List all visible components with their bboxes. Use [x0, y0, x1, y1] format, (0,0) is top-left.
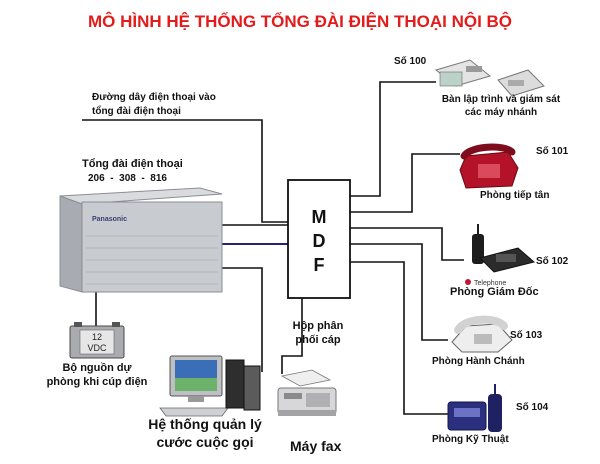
pbx-numbers: 206 - 308 - 816 — [88, 173, 167, 184]
line-mdf-to-ext-103 — [350, 243, 448, 341]
cordless-phone-icon: Telephone — [465, 224, 536, 287]
ext-103-number: Số 103 — [510, 330, 543, 341]
line-mdf-to-ext-100 — [350, 81, 436, 197]
fax-caption: Máy fax — [290, 438, 342, 454]
ext-102-brand-text: Telephone — [474, 280, 506, 287]
incoming-line-label-2: tổng đài điện thoại — [92, 106, 181, 117]
ext-100-number: Số 100 — [394, 56, 427, 67]
mdf-caption-1: Hộp phân — [292, 320, 344, 332]
mdf-letter-f: F — [313, 255, 325, 275]
console-phone-icon — [434, 59, 545, 97]
ext-103-name: Phòng Hành Chánh — [432, 356, 525, 367]
line-mdf-to-ext-101 — [350, 153, 460, 213]
white-phone-icon — [451, 315, 513, 353]
ext-100-name-1: Bàn lập trình và giám sát — [441, 94, 561, 105]
ext-102-number: Số 102 — [536, 256, 569, 267]
computer-icon — [159, 355, 261, 417]
battery-icon: 12 VDC — [69, 322, 125, 359]
billing-caption-2: cước cuộc gọi — [156, 434, 254, 450]
line-mdf-to-fax — [281, 298, 303, 374]
mdf-caption-2: phối cáp — [295, 334, 341, 346]
billing-caption-1: Hệ thống quản lý — [148, 416, 262, 432]
line-mdf-to-ext-102 — [350, 227, 464, 261]
diagram-title: MÔ HÌNH HỆ THỐNG TỔNG ĐÀI ĐIỆN THOẠI NỘI… — [87, 12, 513, 31]
ext-104-name: Phòng Kỹ Thuật — [432, 434, 509, 445]
blue-phone-icon — [447, 384, 502, 432]
fax-icon — [277, 369, 337, 416]
mdf-letter-d: D — [312, 231, 326, 251]
line-incoming-to-mdf — [82, 119, 288, 223]
line-pbx-to-billing — [220, 267, 263, 372]
pbx-brand-text: Panasonic — [92, 216, 127, 223]
battery-caption-1: Bộ nguồn dự — [62, 362, 132, 374]
red-phone-icon — [459, 143, 519, 189]
mdf-box — [287, 179, 351, 299]
pbx-unit: Panasonic — [59, 187, 223, 293]
incoming-line-label-1: Đường dây điện thoại vào — [92, 92, 216, 103]
battery-caption-2: phòng khi cúp điện — [46, 376, 148, 388]
line-mdf-to-ext-104 — [350, 261, 448, 415]
connection-lines — [82, 81, 464, 415]
mdf-letter-m: M — [311, 207, 327, 227]
ext-101-number: Số 101 — [536, 146, 569, 157]
ext-101-name: Phòng tiếp tân — [480, 190, 550, 201]
ext-104-number: Số 104 — [516, 402, 549, 413]
battery-label-line2: VDC — [87, 343, 107, 353]
pbx-label: Tổng đài điện thoại — [82, 158, 183, 170]
ext-100-name-2: các máy nhánh — [464, 107, 538, 118]
ext-102-name: Phòng Giám Đốc — [450, 286, 539, 298]
battery-label-line1: 12 — [92, 332, 102, 342]
